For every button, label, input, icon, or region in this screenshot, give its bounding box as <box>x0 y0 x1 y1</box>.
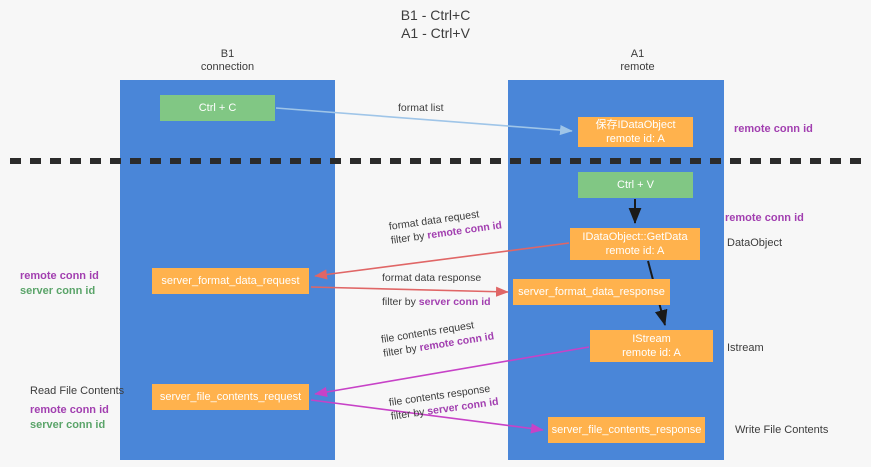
box-save-idataobject-line2: remote id: A <box>606 133 665 145</box>
edge-label-format-data-request-prefix: filter by <box>390 229 429 247</box>
annotation-istream: Istream <box>727 342 764 354</box>
column-header-b1: B1 connection <box>150 48 305 74</box>
diagram-title: B1 - Ctrl+C A1 - Ctrl+V <box>0 6 871 42</box>
annotation-left-server-conn-id-1: server conn id <box>20 285 96 297</box>
box-idataobject-getdata[interactable]: IDataObject::GetData remote id: A <box>570 228 700 260</box>
annotation-read-file-contents: Read File Contents <box>30 385 125 397</box>
annotation-left-server-conn-id-2: server conn id <box>30 419 106 431</box>
box-idataobject-getdata-line1: IDataObject::GetData <box>582 231 688 243</box>
box-ctrl-v-label: Ctrl + V <box>617 179 654 191</box>
box-server-format-data-response[interactable]: server_format_data_response <box>513 279 670 305</box>
annotation-write-file-contents: Write File Contents <box>735 424 829 436</box>
edge-label-format-data-response-line2: filter by server conn id <box>382 295 491 309</box>
edge-label-file-contents-request: file contents request filter by remote c… <box>380 315 495 360</box>
box-save-idataobject[interactable]: 保存IDataObject remote id: A <box>578 117 693 147</box>
box-server-file-contents-response-label: server_file_contents_response <box>551 424 702 436</box>
edge-label-format-list-text: format list <box>398 102 444 114</box>
annotation-left-remote-conn-id-2: remote conn id <box>30 404 109 416</box>
box-server-format-data-request-label: server_format_data_request <box>161 275 300 287</box>
box-ctrl-c[interactable]: Ctrl + C <box>160 95 275 121</box>
box-server-file-contents-request[interactable]: server_file_contents_request <box>152 384 309 410</box>
column-header-a1-role: remote <box>620 61 655 73</box>
edge-label-file-contents-response: file contents response filter by server … <box>388 381 499 424</box>
column-header-a1-name: A1 <box>630 48 645 60</box>
box-istream-line1: IStream <box>632 333 671 345</box>
box-server-format-data-response-label: server_format_data_response <box>518 286 665 298</box>
column-header-b1-name: B1 <box>220 48 235 60</box>
box-server-format-data-request[interactable]: server_format_data_request <box>152 268 309 294</box>
edge-label-format-list: format list <box>398 101 444 115</box>
edge-label-format-data-request: format data request filter by remote con… <box>388 204 503 247</box>
column-header-b1-role: connection <box>200 61 255 73</box>
box-ctrl-c-label: Ctrl + C <box>198 102 237 114</box>
box-save-idataobject-line1: 保存IDataObject <box>595 119 676 131</box>
edge-label-format-data-response-prefix: filter by <box>382 296 419 308</box>
box-istream[interactable]: IStream remote id: A <box>590 330 713 362</box>
diagram-title-line1: B1 - Ctrl+C <box>400 7 471 23</box>
box-idataobject-getdata-line2: remote id: A <box>605 245 665 257</box>
edge-label-file-contents-response-prefix: filter by <box>390 405 429 423</box>
edge-label-format-data-response-key: server conn id <box>418 296 491 308</box>
annotation-left-conn-ids-2: Read File Contents remote conn id server… <box>30 384 124 433</box>
column-header-a1: A1 remote <box>560 48 715 74</box>
annotation-remote-conn-id-mid: remote conn id <box>725 212 804 224</box>
annotation-remote-conn-id-top: remote conn id <box>734 123 813 135</box>
box-server-file-contents-response[interactable]: server_file_contents_response <box>548 417 705 443</box>
box-istream-line2: remote id: A <box>622 347 681 359</box>
box-server-file-contents-request-label: server_file_contents_request <box>159 391 302 403</box>
diagram-title-line2: A1 - Ctrl+V <box>401 25 470 41</box>
edge-label-format-data-response-line1: format data response <box>382 272 482 284</box>
annotation-left-conn-ids-1: remote conn id server conn id <box>20 269 99 299</box>
annotation-left-remote-conn-id-1: remote conn id <box>20 270 99 282</box>
edge-label-format-data-response: format data response filter by server co… <box>382 271 491 309</box>
box-ctrl-v[interactable]: Ctrl + V <box>578 172 693 198</box>
annotation-dataobject: DataObject <box>727 237 783 249</box>
